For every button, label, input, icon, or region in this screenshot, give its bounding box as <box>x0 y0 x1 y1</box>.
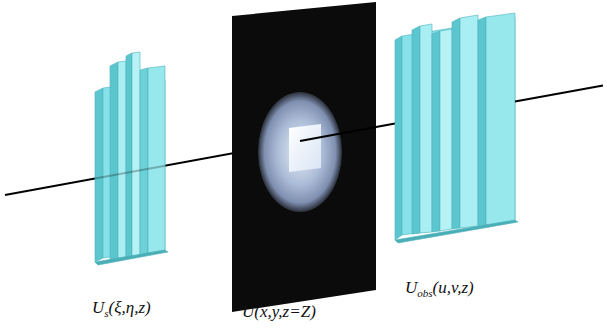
field-subscript: obs <box>417 287 432 299</box>
field-symbol: (ξ,η,z) <box>109 298 151 317</box>
field-symbol: (x,y,z=Z) <box>254 302 316 321</box>
field-symbol: (u,v,z) <box>433 278 474 297</box>
field-symbol: U <box>405 278 417 297</box>
observation-phase-plate <box>395 13 518 243</box>
field-symbol: U <box>92 298 104 317</box>
optical-axis <box>300 124 395 141</box>
aperture-screen <box>232 2 376 312</box>
square-aperture <box>289 124 321 172</box>
optical-axis <box>515 86 603 102</box>
field-subscript: s <box>104 307 108 319</box>
field-label: Uobs(u,v,z) <box>405 278 474 299</box>
source-phase-plate <box>95 52 168 265</box>
field-symbol: U <box>242 302 254 321</box>
field-label: U(x,y,z=Z) <box>242 302 316 322</box>
field-label: Us(ξ,η,z) <box>92 298 151 319</box>
